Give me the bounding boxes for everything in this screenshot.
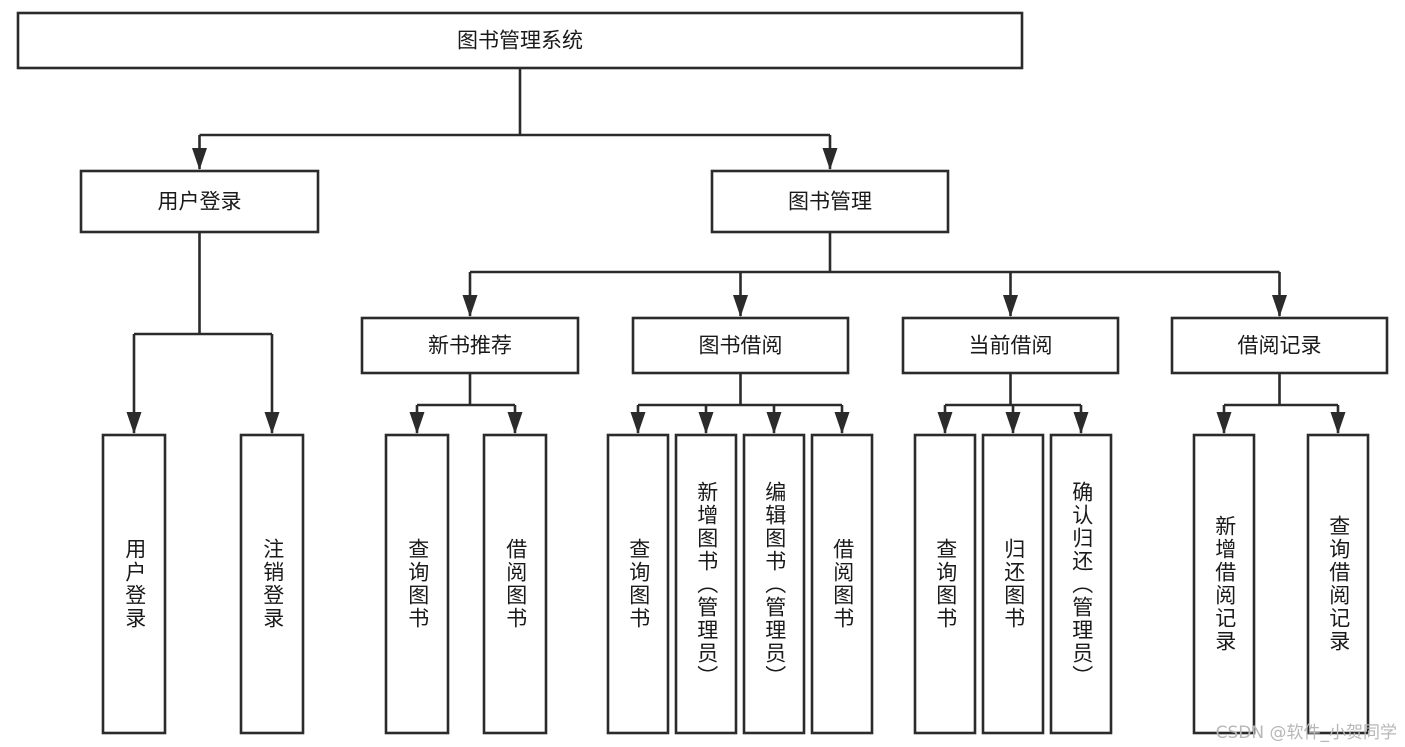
node-box-leaf-borrow-book-rec[interactable] <box>482 433 548 735</box>
node-box-leaf-return-book[interactable] <box>981 433 1045 735</box>
arrow-head-icon-book-borrow <box>733 295 748 317</box>
node-box-leaf-edit-book[interactable] <box>742 433 806 735</box>
node-box-leaf-query-book-rec[interactable] <box>384 433 450 735</box>
node-box-book-manage[interactable] <box>710 169 950 234</box>
node-box-new-book-rec[interactable] <box>360 316 580 375</box>
node-label-borrow-record: 借阅记录 <box>1238 334 1322 358</box>
arrow-head-icon-leaf-user-login <box>126 412 142 434</box>
arrow-head-icon-user-login <box>192 148 207 170</box>
node-box-root[interactable] <box>16 11 1024 70</box>
node-box-leaf-add-record[interactable] <box>1192 433 1256 735</box>
connectors-layer <box>126 68 1346 434</box>
node-box-leaf-query-record[interactable] <box>1306 433 1370 735</box>
node-box-leaf-user-login[interactable] <box>101 433 167 735</box>
arrow-head-icon-leaf-confirm-return <box>1073 412 1089 434</box>
node-label-root: 图书管理系统 <box>457 29 583 53</box>
node-box-leaf-confirm-return[interactable] <box>1049 433 1113 735</box>
arrow-head-icon-leaf-borrow-book-rec <box>507 412 523 434</box>
node-label-book-borrow: 图书借阅 <box>699 334 783 358</box>
arrow-head-icon-leaf-return-book <box>1005 412 1021 434</box>
node-box-leaf-add-book[interactable] <box>674 433 738 735</box>
node-box-borrow-record[interactable] <box>1170 316 1389 375</box>
arrow-head-icon-leaf-add-book <box>698 412 714 434</box>
boxes-layer <box>16 11 1389 735</box>
arrow-head-icon-borrow-record <box>1272 295 1287 317</box>
node-label-user-login: 用户登录 <box>158 190 242 214</box>
node-box-leaf-logout[interactable] <box>239 433 305 735</box>
arrow-head-icon-leaf-query-book-rec <box>409 412 425 434</box>
arrow-head-icon-leaf-query-book-cur <box>937 412 953 434</box>
arrow-head-icon-leaf-edit-book <box>766 412 782 434</box>
node-box-current-borrow[interactable] <box>901 316 1120 375</box>
arrow-head-icon-current-borrow <box>1003 295 1018 317</box>
node-box-leaf-query-book-cur[interactable] <box>913 433 977 735</box>
arrow-head-icon-leaf-add-record <box>1216 412 1232 434</box>
node-label-book-manage: 图书管理 <box>788 190 872 214</box>
node-box-book-borrow[interactable] <box>631 316 850 375</box>
arrow-head-icon-leaf-logout <box>264 412 280 434</box>
arrow-head-icon-book-manage <box>822 148 838 170</box>
node-box-leaf-query-book-borrow[interactable] <box>606 433 670 735</box>
node-box-leaf-borrow-book[interactable] <box>810 433 874 735</box>
arrow-head-icon-leaf-query-book-borrow <box>630 412 646 434</box>
arrow-head-icon-new-book-rec <box>462 295 478 317</box>
node-label-current-borrow: 当前借阅 <box>969 334 1053 358</box>
watermark: CSDN @软件_小贺同学 <box>1215 723 1397 743</box>
node-label-new-book-rec: 新书推荐 <box>428 334 512 358</box>
arrow-head-icon-leaf-borrow-book <box>834 412 850 434</box>
arrow-head-icon-leaf-query-record <box>1330 412 1346 434</box>
node-box-user-login[interactable] <box>79 169 320 234</box>
